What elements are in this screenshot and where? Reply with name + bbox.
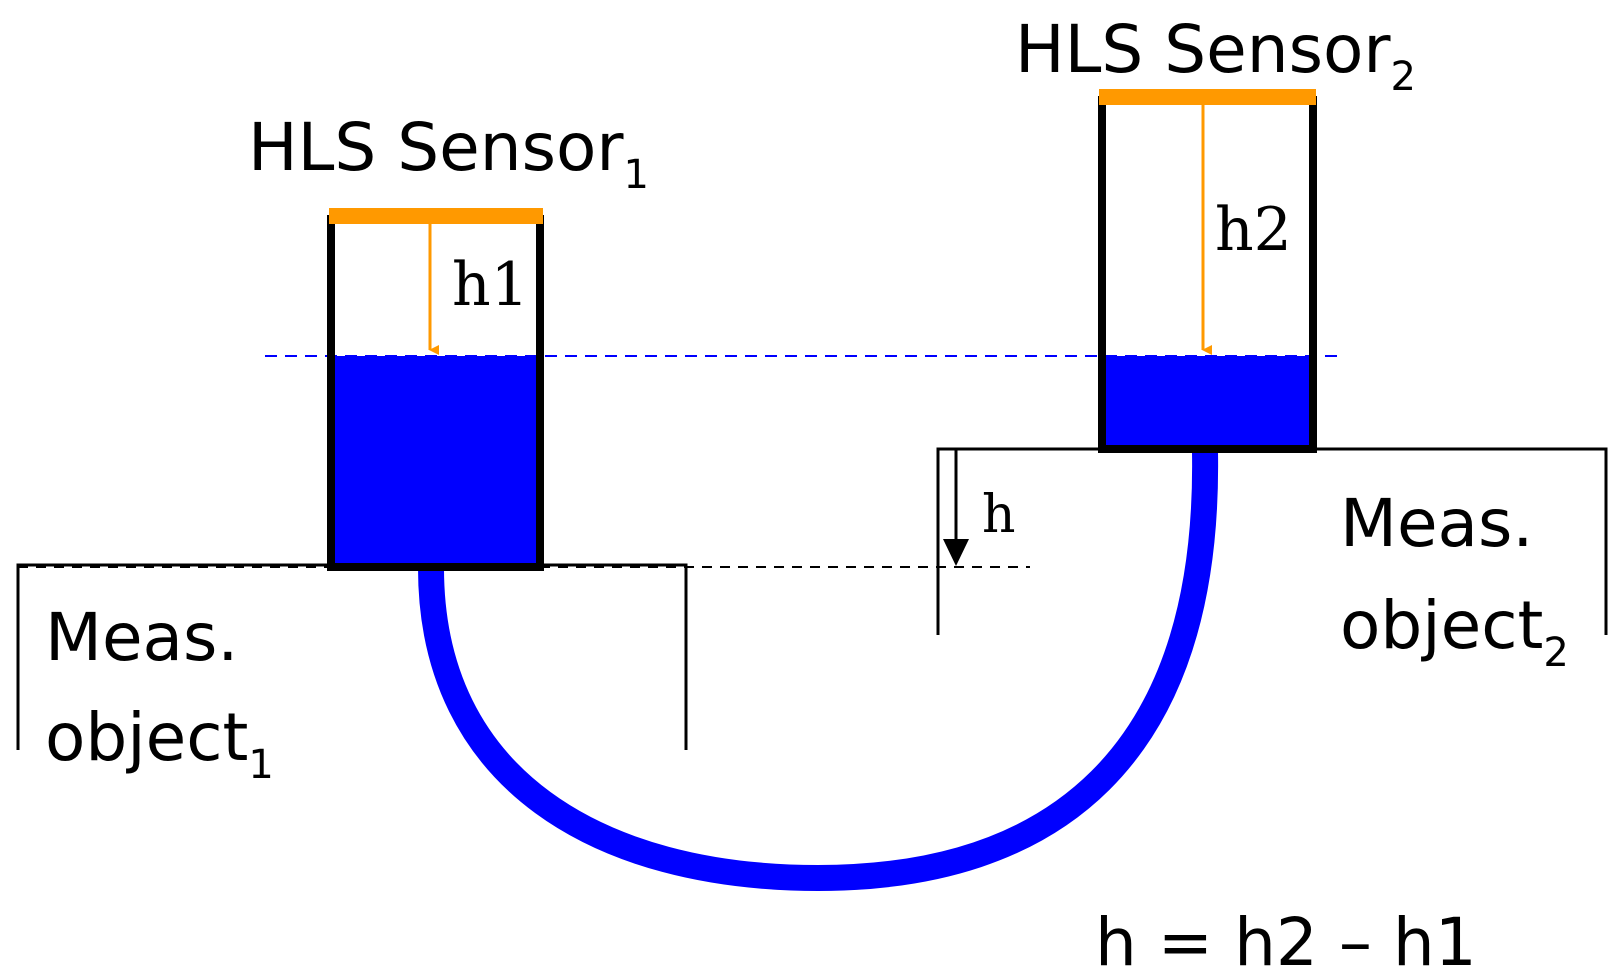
h2-label: h2 [1215,195,1292,265]
h-arrowhead [943,539,969,566]
sensor-2-label: HLS Sensor2 [1015,11,1416,100]
object-2-label: Meas. object2 [1340,485,1569,676]
vessel-1-water [331,356,540,567]
vessel-2-water [1102,356,1313,449]
object-1-label: Meas. object1 [45,599,274,788]
h-label: h [982,485,1016,545]
h1-label: h1 [452,250,529,320]
sensor-1-label: HLS Sensor1 [248,109,649,198]
formula: h = h2 – h1 [1095,904,1477,979]
connecting-tube [418,451,1219,892]
